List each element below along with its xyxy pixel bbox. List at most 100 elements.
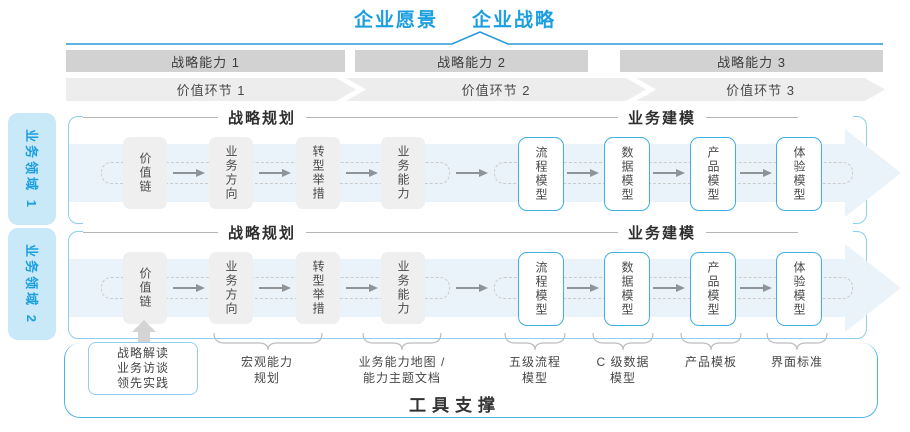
business-domain-1-label: 业务领域 1 <box>23 128 39 210</box>
deliverable-label-process-model: 五级流程 模型 <box>485 354 585 386</box>
arrow-icon <box>346 169 378 177</box>
header-line <box>306 231 619 233</box>
planning-dashed-track <box>101 162 450 184</box>
product-model-label: 产品模型 <box>706 261 720 317</box>
data-model-box: 数据模型 <box>604 252 650 326</box>
practice-line-1: 战略解读 <box>116 346 169 360</box>
experience-model-box: 体验模型 <box>776 137 822 211</box>
business-capability-box: 业务能力 <box>381 252 425 324</box>
experience-model-label: 体验模型 <box>792 261 806 317</box>
label-line: C 级数据 <box>596 355 650 369</box>
flow-band-arrow-icon <box>845 129 901 217</box>
transformation-initiatives-label: 转型举措 <box>311 145 325 201</box>
arrow-icon <box>173 284 205 292</box>
flow-band-arrow-icon <box>845 244 901 332</box>
arrow-icon <box>653 284 685 292</box>
practice-line-2: 业务访谈 <box>116 361 169 375</box>
header-line <box>83 231 218 233</box>
value-chevron-1: 价值环节 1 <box>66 78 356 101</box>
row-header: 战略规划 业务建模 <box>83 107 853 127</box>
data-model-label: 数据模型 <box>620 146 634 202</box>
business-domain-2-label: 业务领域 2 <box>23 243 39 325</box>
value-chain-label: 价值链 <box>138 267 152 309</box>
modeling-dashed-track <box>494 277 853 299</box>
planning-dashed-track <box>101 277 450 299</box>
product-model-box: 产品模型 <box>690 137 736 211</box>
strategy-inputs-box: 战略解读 业务访谈 领先实践 <box>88 342 198 395</box>
header-line <box>706 116 799 118</box>
business-direction-box: 业务方向 <box>209 252 253 324</box>
arrow-icon <box>456 284 488 292</box>
label-line: 模型 <box>521 371 548 385</box>
data-model-box: 数据模型 <box>604 137 650 211</box>
label-line: 五级流程 <box>508 355 561 369</box>
practice-line-3: 领先实践 <box>116 376 169 390</box>
deliverable-label-data-model: C 级数据 模型 <box>573 354 673 386</box>
value-chain-box: 价值链 <box>123 252 167 324</box>
label-line: 宏观能力 <box>240 355 293 369</box>
tool-support-container <box>64 343 878 418</box>
product-model-box: 产品模型 <box>690 252 736 326</box>
value-chain-box: 价值链 <box>123 137 167 209</box>
arrow-icon <box>173 169 205 177</box>
modeling-section-title: 业务建模 <box>628 109 697 127</box>
business-capability-label: 业务能力 <box>396 145 410 201</box>
business-direction-label: 业务方向 <box>224 145 238 201</box>
peaked-divider-line <box>66 31 883 45</box>
deliverable-label-product-template: 产品模板 <box>661 354 761 370</box>
capability-bar-1: 战略能力 1 <box>66 50 345 72</box>
page-title: 企业愿景 企业战略 <box>0 5 910 32</box>
modeling-section-title: 业务建模 <box>628 224 697 242</box>
capability-bar-2: 战略能力 2 <box>355 50 588 72</box>
arrow-icon <box>567 284 599 292</box>
arrow-icon <box>456 169 488 177</box>
business-capability-box: 业务能力 <box>381 137 425 209</box>
business-domain-2-tab: 业务领域 2 <box>8 228 56 340</box>
business-capability-label: 业务能力 <box>396 260 410 316</box>
arrow-icon <box>740 284 772 292</box>
product-model-label: 产品模型 <box>706 146 720 202</box>
data-model-label: 数据模型 <box>620 261 634 317</box>
brace-icon <box>766 332 828 351</box>
header-line <box>706 231 799 233</box>
process-model-box: 流程模型 <box>518 252 564 326</box>
up-arrow-icon <box>132 320 156 332</box>
brace-icon <box>504 332 566 351</box>
label-line: 能力主题文档 <box>362 371 441 385</box>
label-line: 业务能力地图 / <box>358 355 446 369</box>
transformation-initiatives-box: 转型举措 <box>296 137 340 209</box>
arrow-icon <box>740 169 772 177</box>
label-line: 模型 <box>609 371 636 385</box>
deliverable-label-capability-map: 业务能力地图 / 能力主题文档 <box>337 354 467 386</box>
arrow-icon <box>346 284 378 292</box>
row-header: 战略规划 业务建模 <box>83 222 853 242</box>
arrow-icon <box>259 284 291 292</box>
label-line: 界面标准 <box>770 355 823 369</box>
transformation-initiatives-label: 转型举措 <box>311 260 325 316</box>
deliverable-label-macro-capability: 宏观能力 规划 <box>217 354 317 386</box>
planning-section-title: 战略规划 <box>228 224 297 242</box>
capability-bar-3: 战略能力 3 <box>620 50 883 72</box>
value-chevron-2: 价值环节 2 <box>346 78 646 101</box>
deliverable-label-ui-standard: 界面标准 <box>747 354 847 370</box>
brace-icon <box>213 332 323 351</box>
header-line <box>83 116 218 118</box>
business-domain-1-tab: 业务领域 1 <box>8 113 56 225</box>
arrow-icon <box>259 169 291 177</box>
label-line: 产品模板 <box>684 355 737 369</box>
process-model-label: 流程模型 <box>534 261 548 317</box>
label-line: 规划 <box>253 371 280 385</box>
business-direction-box: 业务方向 <box>209 137 253 209</box>
business-domain-2-row: 战略规划 业务建模 价值链 业务方向 转型举措 业务能力 流程模型 数据模型 产… <box>68 222 901 339</box>
arrow-icon <box>653 169 685 177</box>
brace-icon <box>680 332 742 351</box>
modeling-dashed-track <box>494 162 853 184</box>
business-direction-label: 业务方向 <box>224 260 238 316</box>
experience-model-label: 体验模型 <box>792 146 806 202</box>
up-arrow-shaft <box>138 332 150 343</box>
value-chain-label: 价值链 <box>138 152 152 194</box>
experience-model-box: 体验模型 <box>776 252 822 326</box>
arrow-icon <box>567 169 599 177</box>
process-model-label: 流程模型 <box>534 146 548 202</box>
